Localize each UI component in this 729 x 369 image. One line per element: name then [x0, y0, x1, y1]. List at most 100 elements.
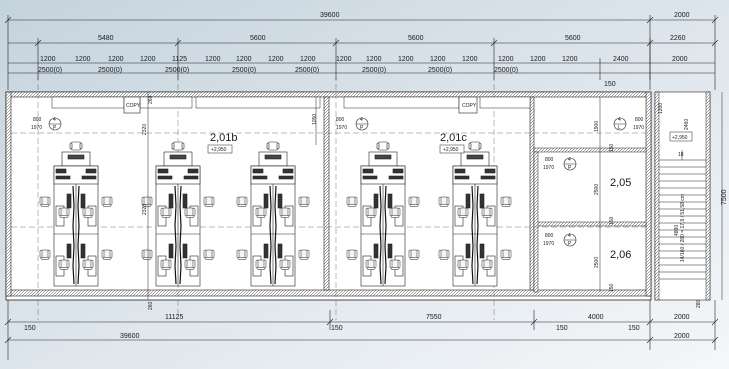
dim-bottom-total: 39600 [120, 333, 140, 340]
tick-marks [4, 16, 719, 47]
dimension-label: 4880 [674, 225, 680, 236]
stair-step-count: 18 [678, 152, 684, 158]
dimension-label: 1970 [543, 165, 554, 171]
dim-axis: 2500(0) [295, 67, 319, 74]
dimension-label: 1900 [594, 121, 600, 132]
dim-axis: 2500(0) [428, 67, 452, 74]
dimension-label: L [618, 125, 621, 131]
dimension-label: 260 [148, 301, 154, 310]
dimension-label: P [360, 125, 364, 131]
stair: +2,950 18 14/160 / 280 = 17,9 / 51,58 cm [654, 91, 711, 301]
top-dimension-labels: 39600 2000 5480 5600 5600 5600 2260 1200… [38, 12, 690, 88]
dimension-label: 4 [568, 157, 571, 163]
dimension-label: 1970 [543, 241, 554, 247]
dimension-label: 2500 [594, 257, 600, 268]
dimension-label: 4 [568, 233, 571, 239]
dim-module: 1200 [268, 56, 284, 63]
dimension-label: 2320 [142, 124, 148, 135]
dim-top-total: 39600 [320, 12, 340, 19]
bottom-dimension-lines [4, 300, 719, 360]
dim-module: 1200 [300, 56, 316, 63]
dimension-label: 260 [148, 95, 154, 104]
room-name: 2,05 [610, 177, 631, 189]
dim-bay-2: 5600 [250, 35, 266, 42]
dim-top-stair: 2000 [674, 12, 690, 19]
dim-bottom: 2000 [674, 314, 690, 321]
dimension-label: 280 [696, 299, 702, 308]
dim-module: 1200 [530, 56, 546, 63]
dimension-label: 2320 [142, 204, 148, 215]
room-name: 2,01b [210, 132, 238, 144]
building-walls [5, 91, 652, 301]
dim-module: 1200 [398, 56, 414, 63]
dim-bay-4: 5600 [565, 35, 581, 42]
door-tags: 4 P 800 1970 4 P 800 1970 4 P 800 1970 4… [31, 117, 644, 247]
dim-bottom: 150 [556, 325, 568, 332]
door-tag: 4 L 800 1970 [613, 117, 644, 131]
dim-axis: 2500(0) [98, 67, 122, 74]
door-tag: 4 P 800 1970 [543, 157, 577, 171]
copy-label: COPY [126, 103, 141, 109]
dimension-label: 1200 [658, 103, 664, 114]
dim-bottom: 150 [628, 325, 640, 332]
dim-bottom: 150 [331, 325, 343, 332]
dimension-label: 4 [618, 117, 621, 123]
top-dimension-lines [4, 15, 719, 90]
top-cabinets [51, 96, 531, 109]
room-level: +2,950 [443, 147, 459, 153]
dimension-label: 800 [336, 117, 345, 123]
dim-module: 1200 [236, 56, 252, 63]
room-labels: 2,01b +2,950 2,01c +2,950 2,05 2,06 [207, 132, 631, 261]
dimension-label: 150 [609, 283, 615, 292]
dimension-label: 1970 [31, 125, 42, 131]
dim-module: 2000 [672, 56, 688, 63]
dimension-label: 800 [545, 233, 554, 239]
dim-bottom: 150 [24, 325, 36, 332]
dim-module: 1200 [498, 56, 514, 63]
door-tag: 4 P 800 1970 [543, 233, 577, 247]
dim-axis: 2500(0) [494, 67, 518, 74]
dim-module: 1200 [205, 56, 221, 63]
dimension-label: 800 [33, 117, 42, 123]
dim-bay-1: 5480 [98, 35, 114, 42]
dim-axis: 2500(0) [38, 67, 62, 74]
dim-module: 1200 [462, 56, 478, 63]
dim-module: 1200 [40, 56, 56, 63]
room-name: 2,06 [610, 249, 631, 261]
dim-module: 1200 [562, 56, 578, 63]
dim-bay-stair: 2260 [670, 35, 686, 42]
room-name: 2,01c [440, 132, 467, 144]
dim-axis: 150 [604, 81, 616, 88]
dimension-label: P [568, 241, 572, 247]
vertical-dimension-lines [147, 92, 723, 300]
vertical-dimension-labels: 260 2320 2320 260 1050 1900 150 2500 150… [142, 95, 728, 310]
dim-bay-3: 5600 [408, 35, 424, 42]
dim-axis: 2500(0) [165, 67, 189, 74]
copy-label: COPY [462, 103, 477, 109]
dimension-label: 2500 [594, 184, 600, 195]
dim-bottom-stair: 2000 [674, 333, 690, 340]
dimension-label: 1970 [336, 125, 347, 131]
stair-note: 14/160 / 280 = 17,9 / 51,58 cm [680, 194, 686, 262]
dimension-label: P [568, 165, 572, 171]
dim-bottom: 4000 [588, 314, 604, 321]
dim-module: 1200 [140, 56, 156, 63]
dim-module: 1200 [336, 56, 352, 63]
door-tag: 4 P 800 1970 [336, 117, 369, 131]
door-tag: 4 P 800 1970 [31, 117, 62, 131]
dimension-label: 4 [53, 117, 56, 123]
dimension-label: 1970 [633, 125, 644, 131]
dim-module: 1125 [172, 56, 187, 63]
room-level: +2,950 [211, 147, 227, 153]
dimension-label: 7500 [721, 189, 728, 205]
dimension-label: 4 [360, 117, 363, 123]
bottom-dimension-labels: 150 11125 150 7550 150 4000 150 2000 396… [24, 314, 690, 340]
dim-module: 1200 [366, 56, 382, 63]
dimension-label: 800 [635, 117, 644, 123]
dimension-label: 150 [609, 143, 615, 152]
dim-module: 1200 [75, 56, 91, 63]
dimension-label: P [53, 125, 57, 131]
dim-module: 1200 [430, 56, 446, 63]
dimension-label: 1050 [312, 114, 318, 125]
